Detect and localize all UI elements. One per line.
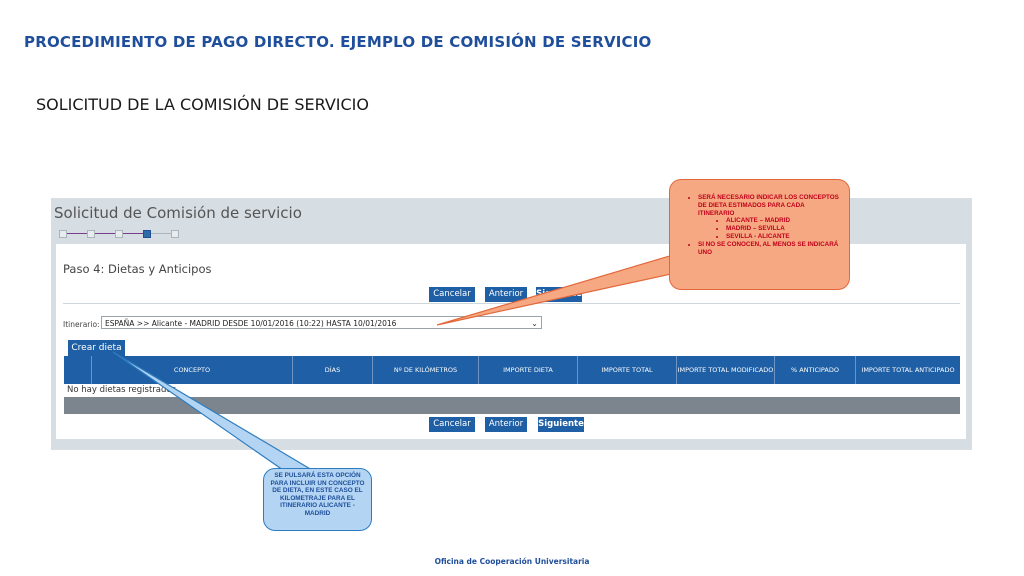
create-diet-button[interactable]: Crear dieta: [68, 340, 125, 356]
callout-top-subitem: MADRID – SEVILLA: [726, 225, 839, 233]
itinerary-selected-value: ESPAÑA >> Alicante - MADRID DESDE 10/01/…: [105, 319, 397, 328]
column-header[interactable]: Nº DE KILÓMETROS: [372, 356, 478, 384]
table-empty-message: No hay dietas registrados: [67, 385, 177, 395]
column-header[interactable]: IMPORTE TOTAL: [577, 356, 676, 384]
chevron-down-icon: ⌄: [531, 319, 538, 328]
callout-bottom: SE PULSARÁ ESTA OPCIÓN PARA INCLUIR UN C…: [263, 468, 372, 531]
diets-table-header: CONCEPTO DÍAS Nº DE KILÓMETROS IMPORTE D…: [64, 356, 960, 384]
step-1[interactable]: [59, 230, 67, 238]
callout-top-subitem: SEVILLA - ALICANTE: [726, 233, 839, 241]
callout-bottom-text: SE PULSARÁ ESTA OPCIÓN PARA INCLUIR UN C…: [270, 472, 365, 517]
column-header[interactable]: DÍAS: [292, 356, 372, 384]
step-title: Paso 4: Dietas y Anticipos: [63, 262, 212, 276]
column-header[interactable]: % ANTICIPADO: [774, 356, 855, 384]
callout-top-subitem: ALICANTE – MADRID: [726, 217, 839, 225]
step-3[interactable]: [115, 230, 123, 238]
table-select-column: [64, 356, 91, 384]
table-footer: [64, 397, 960, 414]
cancel-button-top[interactable]: Cancelar: [429, 287, 475, 302]
divider: [63, 303, 960, 304]
previous-button-top[interactable]: Anterior: [485, 287, 527, 302]
itinerary-label: Itinerario:: [63, 320, 100, 329]
callout-top: SERÁ NECESARIO INDICAR LOS CONCEPTOS DE …: [669, 179, 850, 290]
cancel-button-bottom[interactable]: Cancelar: [429, 417, 475, 432]
stepper: [59, 230, 179, 238]
step-5[interactable]: [171, 230, 179, 238]
next-button-bottom[interactable]: Siguiente: [538, 417, 584, 432]
step-4-current[interactable]: [143, 230, 151, 238]
callout-top-item: SI NO SE CONOCEN, AL MENOS SE INDICARÁ U…: [698, 241, 839, 257]
slide-subtitle: SOLICITUD DE LA COMISIÓN DE SERVICIO: [36, 95, 369, 114]
next-button-top[interactable]: Siguiente: [536, 287, 582, 302]
app-title: Solicitud de Comisión de servicio: [54, 204, 302, 222]
slide-title: PROCEDIMIENTO DE PAGO DIRECTO. EJEMPLO D…: [24, 33, 652, 51]
step-2[interactable]: [87, 230, 95, 238]
column-header[interactable]: IMPORTE TOTAL MODIFICADO: [676, 356, 774, 384]
page-footer: Oficina de Cooperación Universitaria: [434, 557, 590, 566]
previous-button-bottom[interactable]: Anterior: [485, 417, 527, 432]
column-header[interactable]: IMPORTE TOTAL ANTICIPADO: [855, 356, 960, 384]
column-header[interactable]: IMPORTE DIETA: [478, 356, 577, 384]
itinerary-select[interactable]: ESPAÑA >> Alicante - MADRID DESDE 10/01/…: [101, 316, 542, 329]
column-header[interactable]: CONCEPTO: [91, 356, 292, 384]
callout-top-item: SERÁ NECESARIO INDICAR LOS CONCEPTOS DE …: [698, 194, 839, 217]
